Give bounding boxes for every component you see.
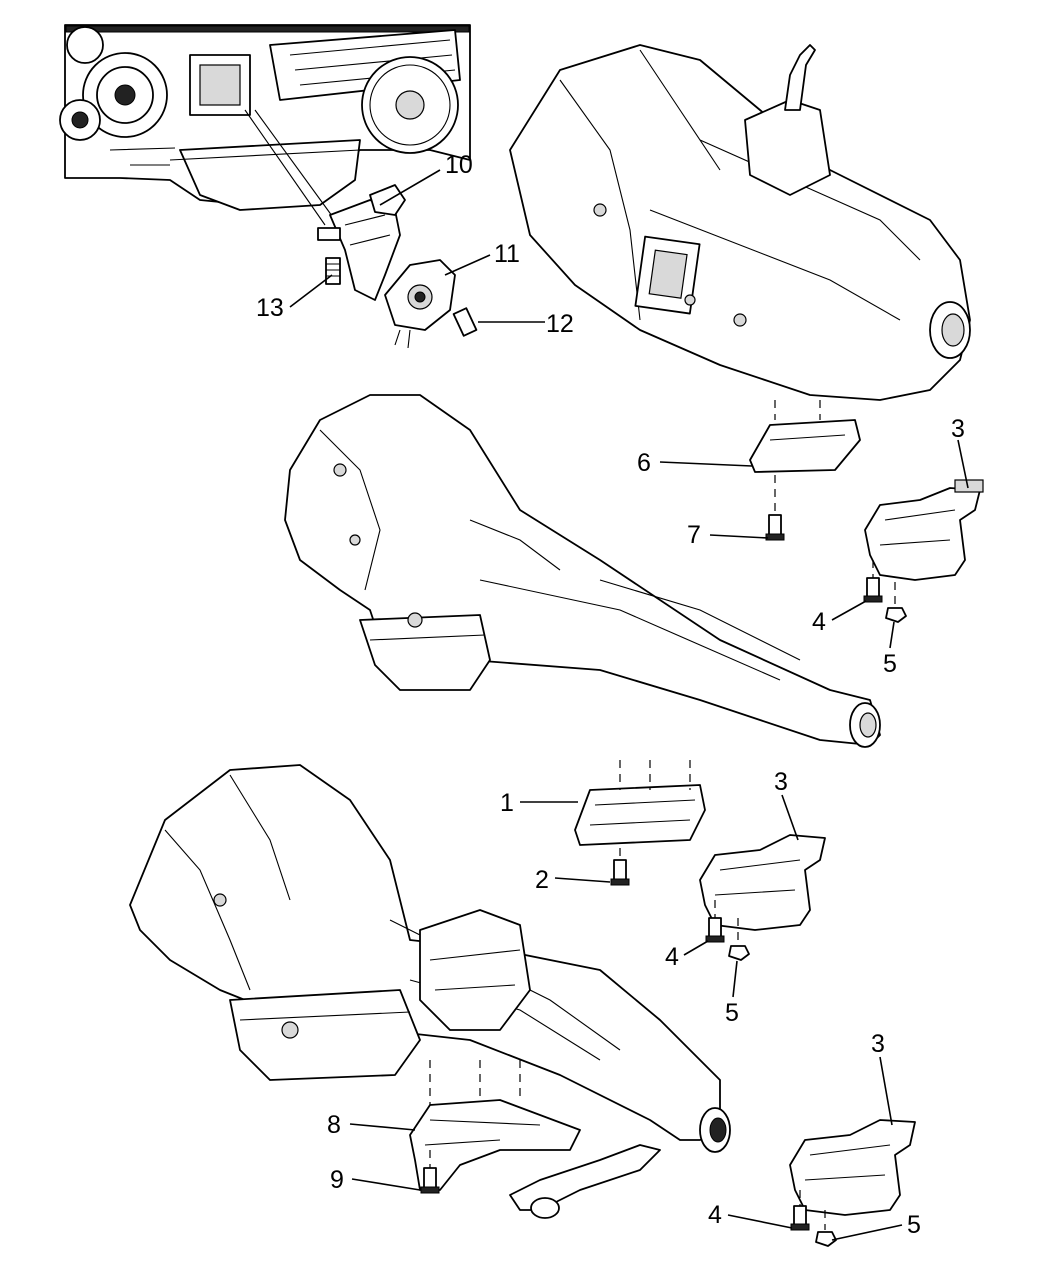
manual-transmission-illustration bbox=[509, 44, 971, 401]
adapter-plate-part-1 bbox=[574, 760, 706, 860]
callout-1: 1 bbox=[500, 789, 514, 817]
bolt-part-4-upper bbox=[863, 560, 883, 603]
callout-5-middle: 5 bbox=[725, 999, 739, 1027]
bolt-part-7 bbox=[765, 514, 785, 541]
transmission-mount-part-3-lower bbox=[789, 1119, 916, 1216]
adapter-plate-part-6 bbox=[749, 400, 861, 515]
automatic-transmission-illustration-2wd bbox=[284, 394, 881, 748]
callout-numbers: 10 11 12 13 6 7 3 4 5 1 2 3 4 5 8 9 3 4 … bbox=[256, 151, 965, 1239]
callout-4-lower: 4 bbox=[708, 1201, 722, 1229]
callout-10: 10 bbox=[445, 151, 473, 179]
leader-lines bbox=[289, 169, 969, 1241]
nut-part-5-lower bbox=[815, 1210, 837, 1247]
callout-3-upper: 3 bbox=[951, 415, 965, 443]
callout-5-upper: 5 bbox=[883, 650, 897, 678]
callout-4-upper: 4 bbox=[812, 608, 826, 636]
engine-mount-isolator-part-11 bbox=[384, 259, 456, 349]
bolt-part-4-lower bbox=[790, 1190, 810, 1231]
bolt-part-2 bbox=[610, 859, 630, 886]
nut-part-5-upper bbox=[885, 582, 907, 623]
transmission-mount-part-3-upper bbox=[864, 479, 984, 581]
bolt-part-13 bbox=[325, 257, 341, 285]
callout-2: 2 bbox=[535, 866, 549, 894]
callout-13: 13 bbox=[256, 294, 284, 322]
callout-11: 11 bbox=[494, 240, 520, 268]
bolt-part-9 bbox=[420, 1167, 440, 1194]
transmission-mount-part-3-middle bbox=[699, 834, 826, 931]
nut-part-5-middle bbox=[728, 918, 750, 961]
callout-3-middle: 3 bbox=[774, 768, 788, 796]
automatic-transmission-illustration-4wd bbox=[129, 764, 731, 1219]
engine-illustration bbox=[59, 24, 471, 226]
crossmember-bracket-part-8 bbox=[409, 1060, 581, 1191]
callout-9: 9 bbox=[330, 1166, 344, 1194]
bolt-part-12 bbox=[452, 307, 478, 337]
callout-12: 12 bbox=[546, 310, 574, 338]
callout-5-lower: 5 bbox=[907, 1211, 921, 1239]
callout-6: 6 bbox=[637, 449, 651, 477]
callout-4-middle: 4 bbox=[665, 943, 679, 971]
callout-8: 8 bbox=[327, 1111, 341, 1139]
bolt-part-4-middle bbox=[705, 900, 725, 943]
callout-7: 7 bbox=[687, 521, 701, 549]
callout-3-lower: 3 bbox=[871, 1030, 885, 1058]
